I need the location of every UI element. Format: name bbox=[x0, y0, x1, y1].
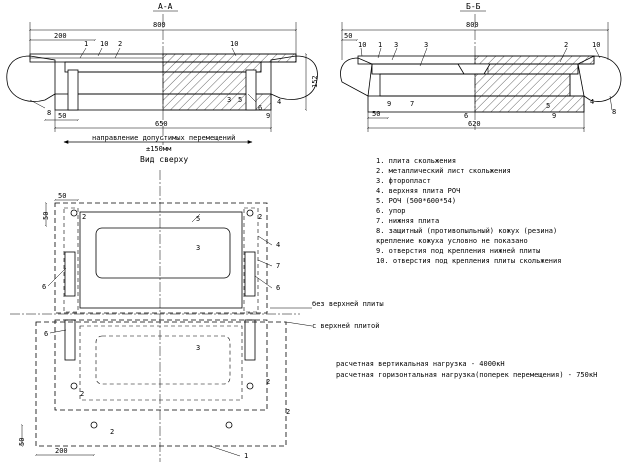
aa-dim-bottom: 650 bbox=[155, 120, 168, 128]
top-callout-4: 4 bbox=[276, 241, 280, 249]
bb-callout-1: 1 bbox=[378, 41, 382, 49]
top-dim-bottom-left: 200 bbox=[55, 447, 68, 455]
section-bb-title: Б-Б bbox=[466, 2, 481, 11]
aa-callout-8: 8 bbox=[47, 109, 51, 117]
legend: 1. плита скольжения 2. металлический лис… bbox=[376, 157, 561, 265]
top-callout-6b: 6 bbox=[276, 284, 280, 292]
bb-callout-7: 7 bbox=[410, 100, 414, 108]
bb-callout-3b: 3 bbox=[424, 41, 428, 49]
top-callout-3a: 3 bbox=[196, 244, 200, 252]
top-callout-2e: 2 bbox=[110, 428, 114, 436]
load-vertical: расчетная вертикальная нагрузка - 4000кН bbox=[336, 360, 505, 368]
bb-callout-3a: 3 bbox=[394, 41, 398, 49]
bb-dim-width: 800 bbox=[466, 21, 479, 29]
legend-item-8-note: крепление кожуха условно не показано bbox=[376, 237, 528, 245]
bb-callout-6: 6 bbox=[464, 112, 468, 120]
bb-dim-small: 50 bbox=[372, 110, 380, 118]
label-with-plate: с верхней плитой bbox=[312, 322, 379, 330]
design-loads: расчетная вертикальная нагрузка - 4000кН… bbox=[336, 360, 597, 379]
top-dim-left: 50 bbox=[42, 212, 50, 220]
top-dim-bottom-side: 50 bbox=[18, 438, 26, 446]
label-without-plate: без верхней плиты bbox=[312, 300, 384, 308]
section-aa-title: А-А bbox=[158, 2, 173, 11]
bb-callout-5: 5 bbox=[546, 102, 550, 110]
legend-item-3: 3. фторопласт bbox=[376, 177, 431, 185]
aa-callout-5: 5 bbox=[238, 96, 242, 104]
top-callout-7: 7 bbox=[276, 262, 280, 270]
aa-callout-4: 4 bbox=[277, 98, 281, 106]
bb-dim-bottom: 620 bbox=[468, 120, 481, 128]
legend-item-9: 9. отверстия под крепления нижней плиты bbox=[376, 247, 540, 255]
legend-item-1: 1. плита скольжения bbox=[376, 157, 456, 165]
bb-callout-2: 2 bbox=[564, 41, 568, 49]
top-callout-2a: 2 bbox=[82, 213, 86, 221]
top-view-title: Вид сверху bbox=[140, 155, 188, 164]
bb-callout-10b: 10 bbox=[592, 41, 600, 49]
load-horizontal: расчетная горизонтальная нагрузка(попере… bbox=[336, 371, 597, 379]
top-callout-2d: 2 bbox=[266, 378, 270, 386]
aa-callout-9: 9 bbox=[266, 112, 270, 120]
top-callout-2b: 2 bbox=[258, 213, 262, 221]
bb-callout-8: 8 bbox=[612, 108, 616, 116]
bb-callout-9b: 9 bbox=[552, 112, 556, 120]
bb-callout-9a: 9 bbox=[387, 100, 391, 108]
movement-label: направление допустимых перемещений bbox=[92, 134, 235, 142]
aa-dim-left: 200 bbox=[54, 32, 67, 40]
aa-callout-10a: 10 bbox=[100, 40, 108, 48]
top-callout-3b: 3 bbox=[196, 344, 200, 352]
aa-callout-2: 2 bbox=[118, 40, 122, 48]
legend-item-5: 5. РОЧ (500*600*54) bbox=[376, 197, 456, 205]
movement-value: ±150мм bbox=[146, 145, 172, 153]
bb-callout-4: 4 bbox=[590, 98, 594, 106]
bb-callout-10a: 10 bbox=[358, 41, 366, 49]
aa-callout-3: 3 bbox=[227, 96, 231, 104]
top-callout-5: 5 bbox=[196, 215, 200, 223]
legend-item-7: 7. нижняя плита bbox=[376, 217, 439, 225]
aa-dim-small: 50 bbox=[58, 112, 66, 120]
aa-callout-10b: 10 bbox=[230, 40, 238, 48]
top-callout-6a: 6 bbox=[42, 283, 46, 291]
legend-item-4: 4. верхняя плита РОЧ bbox=[376, 187, 460, 195]
legend-item-6: 6. упор bbox=[376, 207, 406, 215]
aa-dim-width: 800 bbox=[153, 21, 166, 29]
top-callout-6c: 6 bbox=[44, 330, 48, 338]
legend-item-10: 10. отверстия под крепления плиты скольж… bbox=[376, 257, 561, 265]
top-view: Вид сверху 50 50 200 50 bbox=[10, 155, 384, 462]
section-bb: Б-Б 800 50 620 50 10 1 3 3 2 10 bbox=[340, 2, 622, 132]
aa-dim-height: 152 bbox=[311, 75, 319, 88]
bb-dim-left: 50 bbox=[344, 32, 352, 40]
top-callout-2f: 2 bbox=[286, 408, 290, 416]
top-callout-2c: 2 bbox=[80, 390, 84, 398]
legend-item-2: 2. металлический лист скольжения bbox=[376, 167, 511, 175]
aa-callout-1: 1 bbox=[84, 40, 88, 48]
top-callout-1: 1 bbox=[244, 452, 248, 460]
legend-item-8: 8. защитный (противопыльный) кожух (рези… bbox=[376, 227, 557, 235]
top-dim-top: 50 bbox=[58, 192, 66, 200]
section-aa: А-А 800 200 650 50 bbox=[6, 2, 319, 145]
movement-direction: направление допустимых перемещений ±150м… bbox=[63, 134, 253, 153]
aa-callout-6: 6 bbox=[258, 104, 262, 112]
